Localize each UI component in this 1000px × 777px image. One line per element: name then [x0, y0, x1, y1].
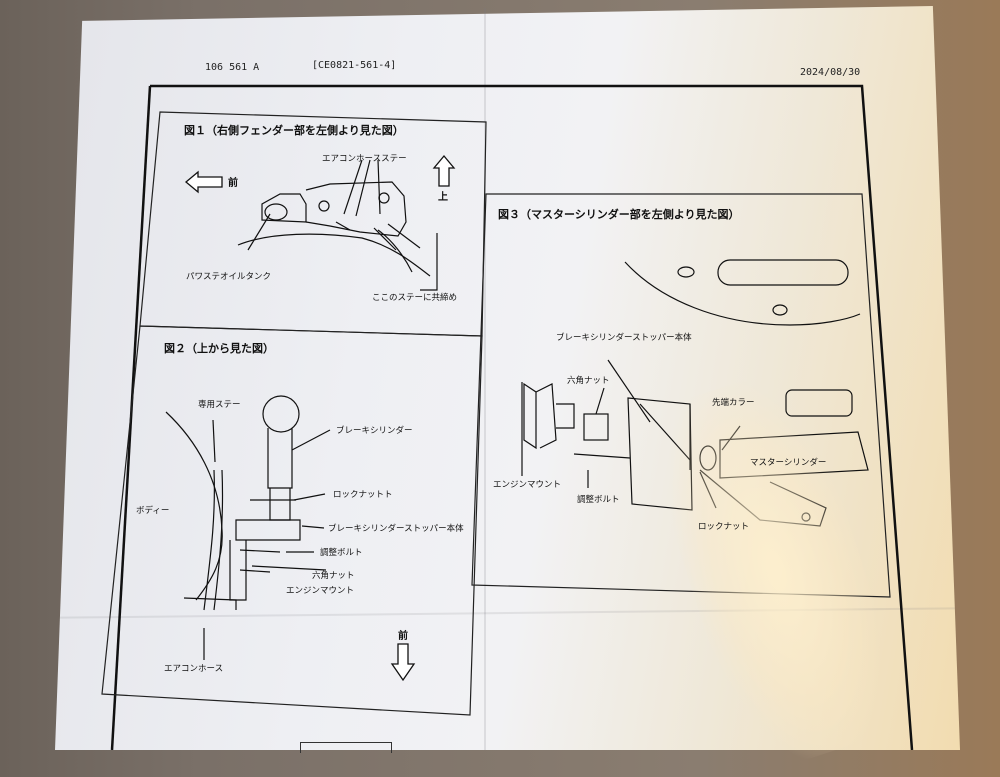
fig3-hex-nut-label: 六角ナット	[567, 376, 610, 386]
fig3-master-cylinder-label: マスターシリンダー	[750, 458, 827, 468]
fig1-front-label: 前	[228, 178, 238, 189]
fig2-adjust-bolt-label: 調整ボルト	[320, 548, 363, 558]
fig2-engine-mount-label: エンジンマウント	[286, 586, 355, 596]
fig3-frame	[471, 193, 891, 598]
fig2-dedicated-stay-label: 専用ステー	[198, 400, 241, 410]
fig1-caption: 図１（右側フェンダー部を左側より見た図）	[184, 124, 404, 137]
fig1-up-arrow-icon	[432, 154, 456, 187]
outer-frame-right	[150, 84, 914, 750]
fig2-stopper-body-label: ブレーキシリンダーストッパー本体	[328, 524, 464, 534]
fig3-adjust-bolt-label: 調整ボルト	[577, 495, 620, 505]
paper-fold-vertical	[484, 8, 486, 750]
fig2-assembly-sketch	[165, 395, 331, 660]
fig3-caption: 図３（マスターシリンダー部を左側より見た図）	[498, 208, 740, 221]
fig2-brake-cylinder-label: ブレーキシリンダー	[336, 426, 413, 436]
fig1-front-arrow-icon	[184, 170, 223, 194]
footer-box	[300, 742, 392, 753]
fig2-aircon-hose-label: エアコンホース	[164, 664, 224, 674]
fig2-hex-nut-label: 六角ナット	[312, 571, 355, 581]
fig3-lock-nut-label: ロックナット	[698, 522, 750, 532]
fig1-power-oil-tank-label: パワステオイルタンク	[186, 272, 272, 282]
doc-number: 106 561 A	[205, 62, 260, 73]
fig2-frame	[101, 325, 483, 716]
fig1-aircon-hose-stay-label: エアコンホースステー	[322, 154, 407, 164]
fig1-up-label: 上	[438, 192, 448, 203]
doc-code: [CE0821-561-4]	[312, 60, 397, 71]
fig3-engine-mount-label: エンジンマウント	[493, 480, 562, 490]
fig1-engine-sketch	[237, 159, 438, 291]
fig2-body-label: ボディー	[136, 506, 170, 516]
fig2-caption: 図２（上から見た図）	[164, 342, 274, 355]
fig3-stopper-body-label: ブレーキシリンダーストッパー本体	[556, 333, 692, 343]
doc-date: 2024/08/30	[800, 67, 861, 78]
fig2-front-label: 前	[398, 631, 408, 642]
fig1-stay-fasten-label: ここのステーに共締め	[372, 293, 458, 303]
fig3-tip-collar-label: 先端カラー	[712, 398, 755, 408]
fig2-front-arrow-icon	[390, 643, 416, 682]
fig2-lock-nut-label: ロックナットト	[333, 490, 393, 500]
